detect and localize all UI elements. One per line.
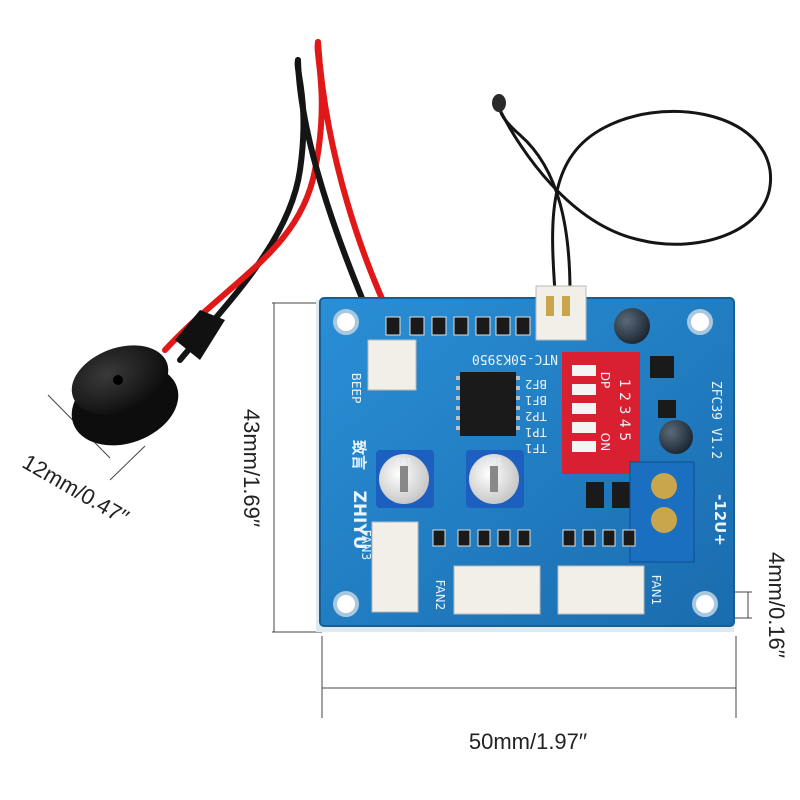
silk-ntc: NTC-50K3950 (472, 351, 558, 366)
silk-bf2: BF2 (525, 377, 547, 391)
dimension-lines (47, 302, 752, 718)
pcb-board (316, 285, 735, 632)
silk-brand: ZHIYU (349, 491, 369, 550)
pot-label-1: 103 (396, 455, 412, 465)
silk-beep: BEEP (349, 373, 363, 404)
width-dimension-label: 50mm/1.97′′ (469, 729, 587, 754)
hole-dimension-label: 4mm/0.16′′ (764, 552, 789, 658)
silk-brand-cn: 致言 (350, 440, 368, 470)
silk-bf1: BF1 (525, 393, 547, 407)
silk-tf1: TF1 (525, 441, 547, 455)
silk-fan2: FAN2 (433, 580, 447, 611)
silk-dip-numbers: 1 2 3 4 5 (616, 379, 632, 441)
buzzer-dimension-label: 12mm/0.47′′ (18, 449, 133, 530)
silk-on: ON (598, 433, 612, 451)
silk-power: -12U+ (711, 494, 729, 546)
silk-tp1: TP1 (525, 425, 547, 439)
silk-dp: DP (598, 372, 612, 388)
silk-tp2: TP2 (525, 409, 547, 423)
pot-label-2: 103 (486, 455, 502, 465)
silk-fan1: FAN1 (649, 575, 663, 606)
buzzer (71, 310, 225, 446)
thermistor-bead (492, 94, 506, 112)
silk-fan3: FAN3 (359, 530, 373, 561)
silk-model: ZFC39 V1.2 (708, 381, 723, 459)
height-dimension-label: 43mm/1.69′′ (239, 409, 264, 527)
thermistor-probe (498, 102, 772, 294)
